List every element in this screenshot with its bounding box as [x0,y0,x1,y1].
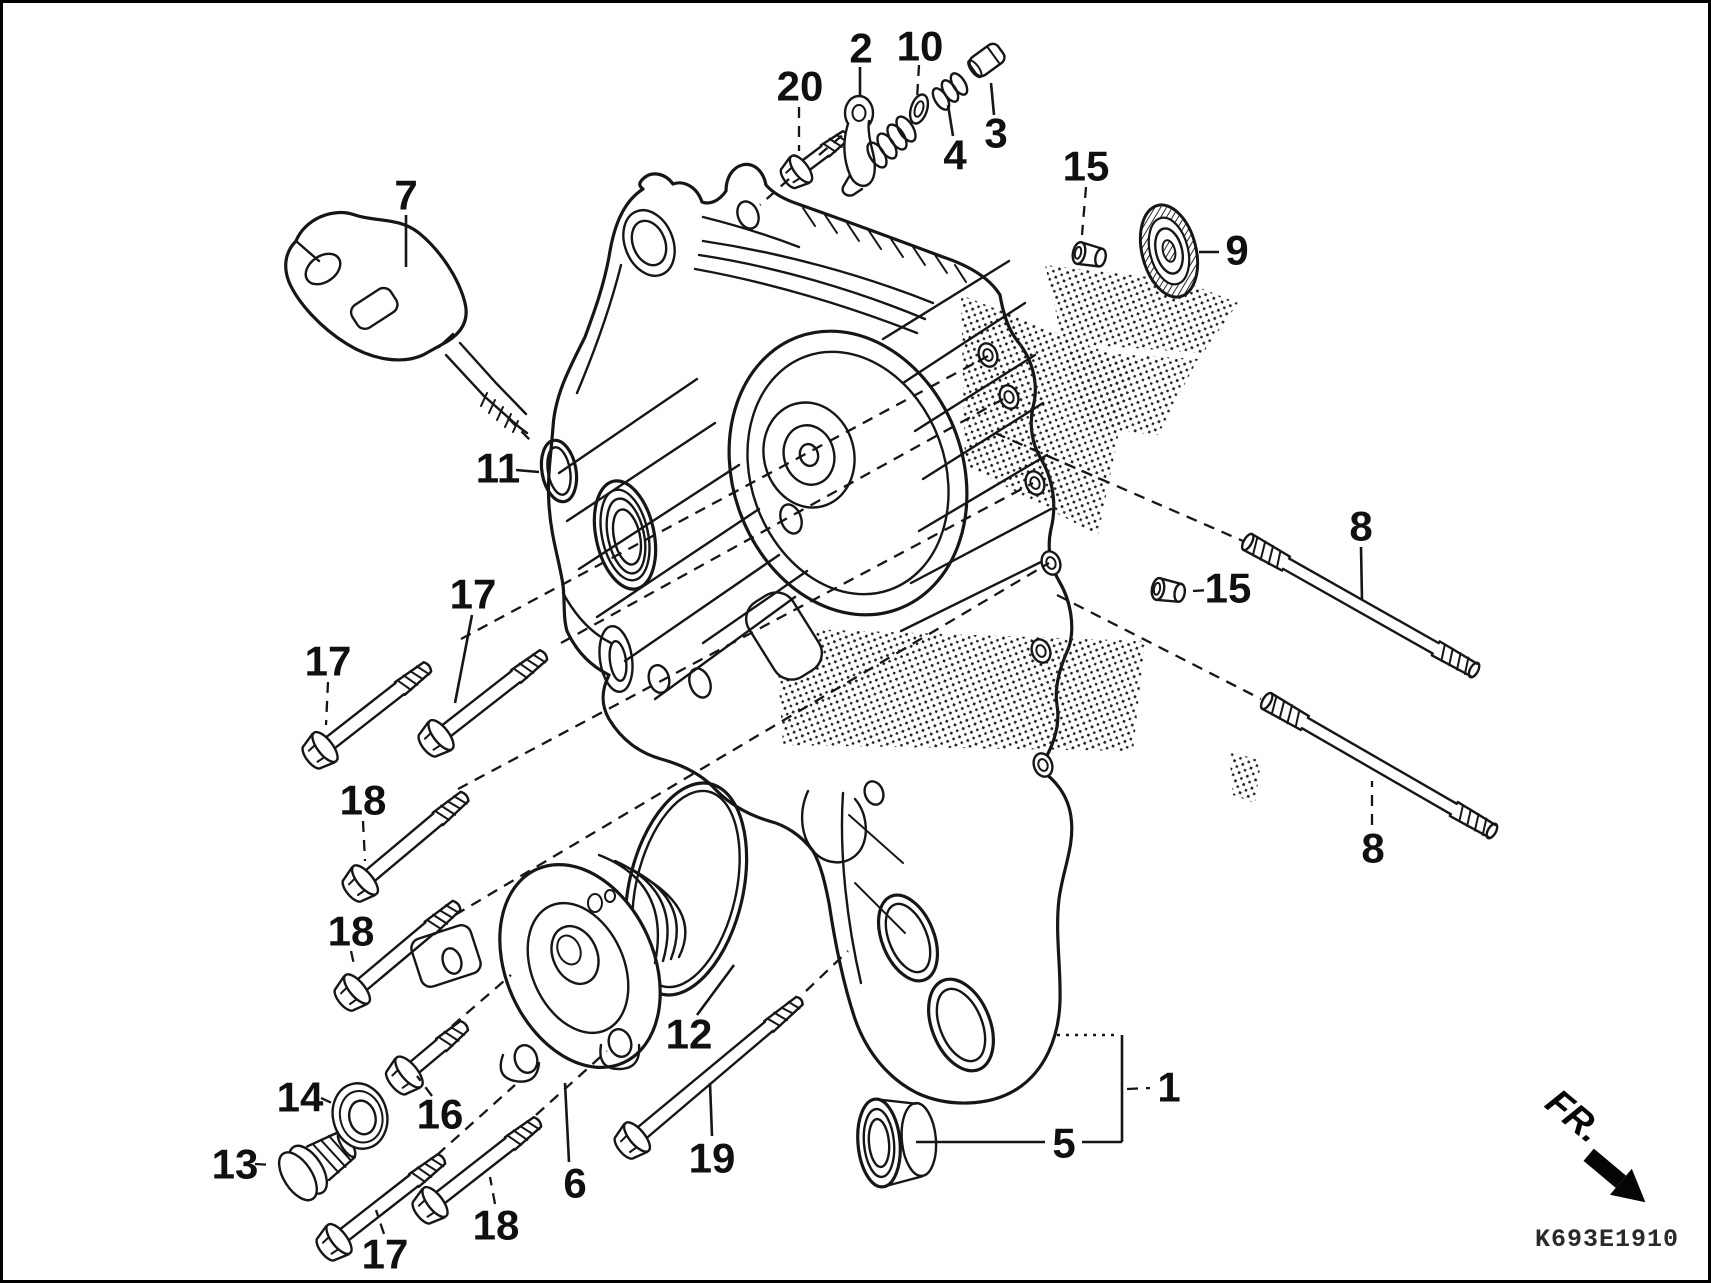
part-label-19: 19 [689,1135,736,1182]
part-label-18: 18 [328,908,375,955]
washer-part-14 [331,1082,389,1150]
bearing-part-9 [1138,203,1200,299]
part-label-5: 5 [1052,1120,1075,1167]
ear-boss [622,209,676,277]
parts-diagram-canvas: 20 2 10 43 7 15 9 11 17 17 8 15 18 18 8 12 14 16 13 6 19 5 1 17… [212,23,1679,1278]
dowel-part-15-top [1069,239,1109,271]
stud-part-8b [1257,690,1502,842]
part-label-17: 17 [362,1231,409,1278]
oring-part-11 [539,438,579,504]
part-label-17: 17 [305,638,352,685]
crankshaft-boss [762,401,856,509]
flange-bolt-holes [977,342,1062,664]
part-label-13: 13 [212,1141,259,1188]
fr-direction-marker: FR. [1538,1081,1646,1203]
lever-part-2 [841,94,876,197]
diagram-code: K693E1910 [1535,1225,1679,1254]
part-label-18: 18 [473,1202,520,1249]
water-pump-cover-part-6 [410,853,687,1083]
part-label-1: 1 [1157,1064,1180,1111]
fr-arrow-icon [1583,1148,1646,1203]
part-label-17: 17 [450,571,497,618]
part-label-7: 7 [394,172,417,219]
part-label-6: 6 [563,1160,586,1207]
cover-window [744,591,824,681]
part-label-8: 8 [1361,825,1384,872]
ear-hole [630,219,668,267]
clutch-chamber-ring [727,329,969,617]
bolt-part-17b [411,638,558,764]
part-label-16: 16 [417,1091,464,1138]
bushing-part-3 [967,42,1006,79]
part-label-4: 4 [943,132,967,179]
spindle-part-7 [284,210,529,435]
fr-label: FR. [1538,1081,1610,1151]
cover-arm [800,752,1054,1073]
part-label-2: 2 [849,25,872,72]
part-label-12: 12 [666,1011,713,1058]
dowel-part-15-mid [1148,575,1188,606]
spring-part-4 [866,72,969,169]
part-label-14: 14 [277,1074,324,1121]
crankcase-cover-part [546,162,1261,1105]
part-label-8: 8 [1349,503,1372,550]
cast-texture-patch [1229,751,1261,803]
part-label-20: 20 [777,63,824,110]
part-label-3: 3 [984,110,1007,157]
part-label-18: 18 [340,777,387,824]
part-label-9: 9 [1225,227,1248,274]
part-label-15: 15 [1063,143,1110,190]
bolt-part-16 [378,1008,480,1102]
washer-part-10 [908,93,930,125]
ear-hole [736,200,760,230]
leader-lines [254,64,1374,1235]
part-label-10: 10 [897,23,944,70]
cast-texture-patch [775,628,1145,751]
bushing-part-5 [856,1097,938,1189]
part-label-15: 15 [1205,565,1252,612]
part-label-11: 11 [476,445,520,492]
